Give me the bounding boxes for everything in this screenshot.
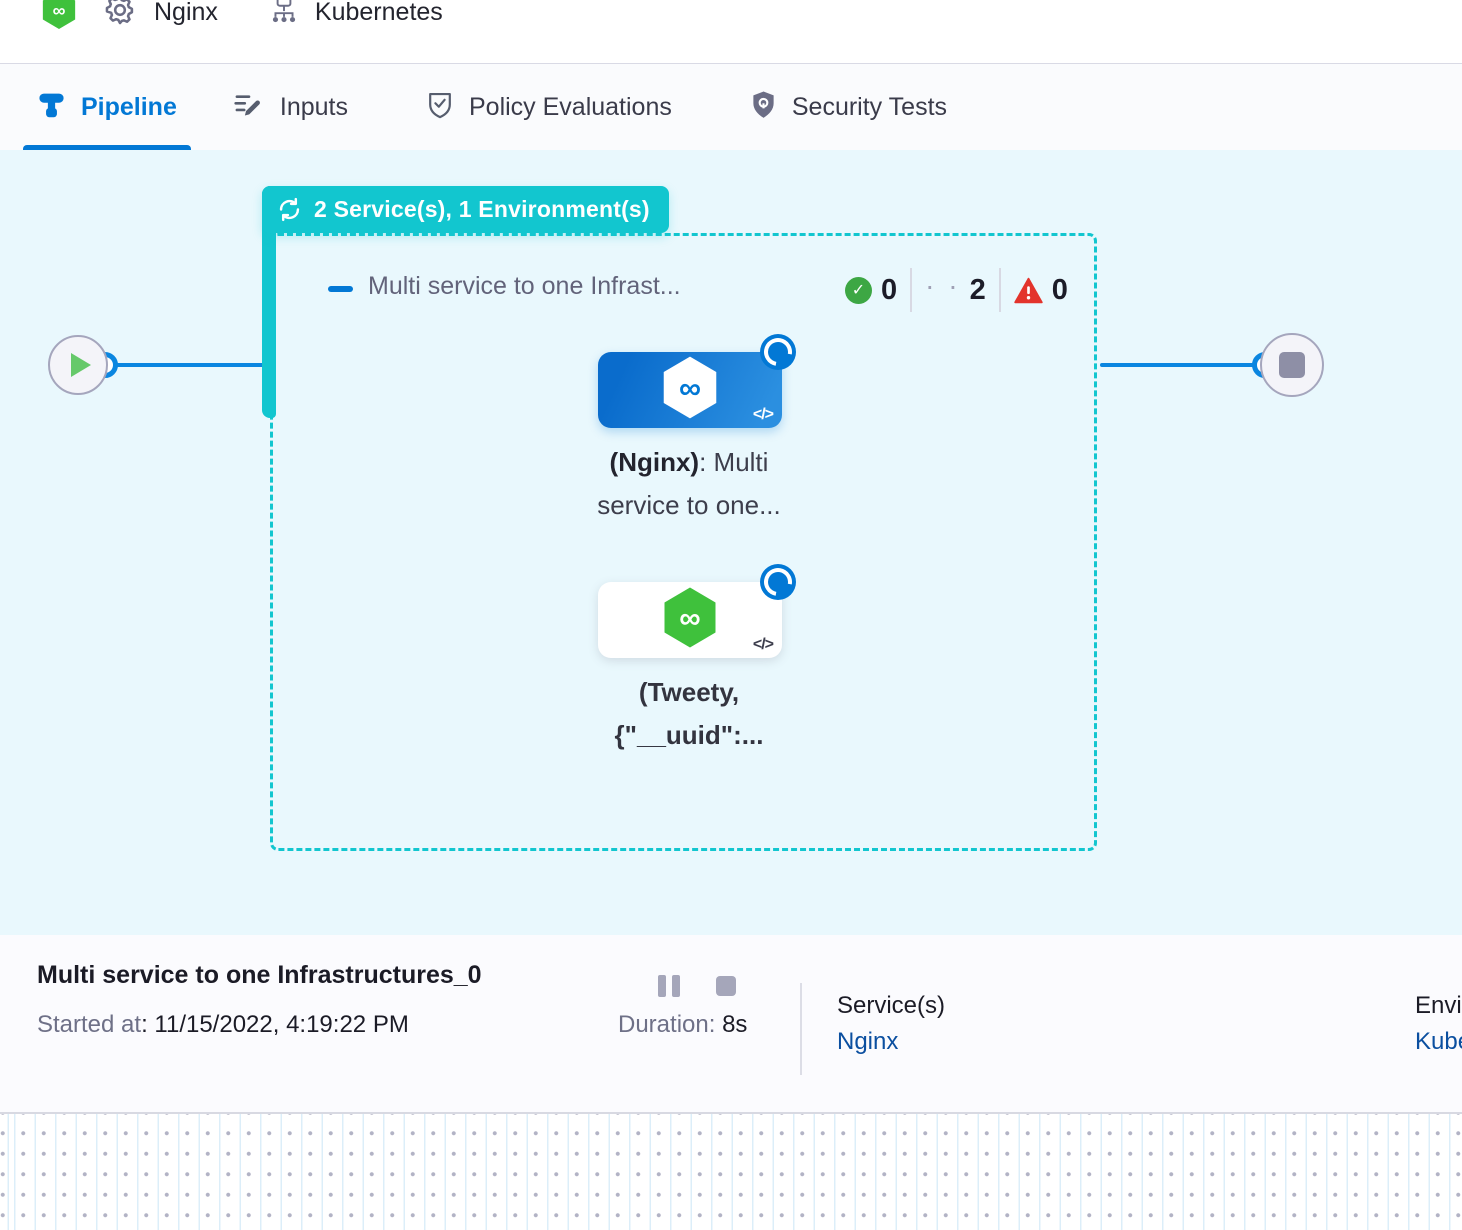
tab-policy-evaluations-label: Policy Evaluations xyxy=(468,92,672,121)
pause-button[interactable] xyxy=(658,975,680,997)
execution-title: Multi service to one Infrastructures_0 xyxy=(37,961,482,989)
loop-icon xyxy=(276,196,303,223)
tab-pipeline-label: Pipeline xyxy=(81,92,177,121)
success-check-icon: ✓ xyxy=(845,276,872,304)
svg-text:∞: ∞ xyxy=(53,0,66,20)
step-node-tweety-label: (Tweety, {"__uuid":... xyxy=(614,677,764,750)
count-divider xyxy=(998,268,1001,312)
collapse-stage-icon[interactable] xyxy=(328,286,353,292)
running-dots-icon: · · xyxy=(925,270,961,301)
service-name-label: Nginx xyxy=(154,0,218,26)
edge-stage-to-end xyxy=(1100,363,1266,367)
edge-start-to-stage xyxy=(104,363,264,367)
log-canvas-grid xyxy=(0,1112,1462,1230)
harness-service-icon: ∞ xyxy=(40,0,78,36)
pipeline-end-node xyxy=(1260,333,1324,397)
harness-service-step-icon: ∞ xyxy=(660,585,720,656)
inputs-icon xyxy=(233,90,265,124)
breadcrumb-bar: ∞ Nginx Kubernetes xyxy=(0,0,1462,64)
tab-security-tests-label: Security Tests xyxy=(791,92,948,121)
duration: Duration: 8s xyxy=(618,1011,748,1038)
footer-divider xyxy=(800,983,802,1075)
services-label: Service(s) xyxy=(837,992,946,1019)
svg-text:∞: ∞ xyxy=(679,370,701,405)
environments-link[interactable]: Kubernetes xyxy=(1415,1028,1462,1055)
environment-name-label: Kubernetes xyxy=(314,0,443,26)
tab-inputs[interactable]: Inputs xyxy=(219,64,362,150)
success-count: 0 xyxy=(881,273,898,306)
play-icon xyxy=(71,353,91,377)
tab-pipeline[interactable]: Pipeline xyxy=(23,64,191,150)
step-node-tweety[interactable]: ∞ </> xyxy=(598,582,782,658)
running-spinner-icon xyxy=(760,334,796,370)
count-divider xyxy=(910,268,913,312)
running-count: 2 xyxy=(969,273,986,306)
harness-step-icon: ∞ xyxy=(659,354,721,427)
code-icon: </> xyxy=(752,636,774,653)
running-spinner-icon xyxy=(760,564,796,600)
pipeline-canvas: 2 Service(s), 1 Environment(s) Multi ser… xyxy=(0,150,1462,935)
code-icon: </> xyxy=(752,406,774,423)
environment-infra-icon xyxy=(269,0,299,31)
gear-icon xyxy=(103,0,137,32)
stage-group-badge-label: 2 Service(s), 1 Environment(s) xyxy=(314,196,650,222)
execution-tabbar: Pipeline Inputs Policy Evaluations xyxy=(0,64,1462,150)
stage-title[interactable]: Multi service to one Infrast... xyxy=(368,272,681,300)
environments-label: Environment(s) xyxy=(1415,992,1462,1019)
stage-status-counts: ✓ 0 · · 2 0 xyxy=(845,267,1068,313)
started-at: Started at: 11/15/2022, 4:19:22 PM xyxy=(37,1011,409,1038)
step-node-nginx-label: (Nginx): Multi service to one... xyxy=(597,447,781,520)
pipeline-start-node xyxy=(48,335,108,395)
warning-triangle-icon xyxy=(1014,277,1043,304)
pipeline-icon xyxy=(37,90,66,124)
execution-summary-bar: Multi service to one Infrastructures_0 S… xyxy=(0,935,1462,1112)
services-link[interactable]: Nginx xyxy=(837,1028,899,1055)
stage-group-outline[interactable] xyxy=(270,233,1097,851)
shield-scan-icon xyxy=(750,90,777,125)
stage-group-badge[interactable]: 2 Service(s), 1 Environment(s) xyxy=(262,186,669,233)
svg-text:∞: ∞ xyxy=(679,602,700,635)
shield-check-icon xyxy=(426,90,454,125)
failed-count: 0 xyxy=(1051,273,1068,306)
abort-button[interactable] xyxy=(716,976,736,996)
tab-security-tests[interactable]: Security Tests xyxy=(736,64,961,150)
tab-policy-evaluations[interactable]: Policy Evaluations xyxy=(412,64,686,150)
step-node-nginx[interactable]: ∞ </> xyxy=(598,352,782,428)
tab-inputs-label: Inputs xyxy=(279,92,348,121)
stop-icon xyxy=(1279,352,1305,378)
